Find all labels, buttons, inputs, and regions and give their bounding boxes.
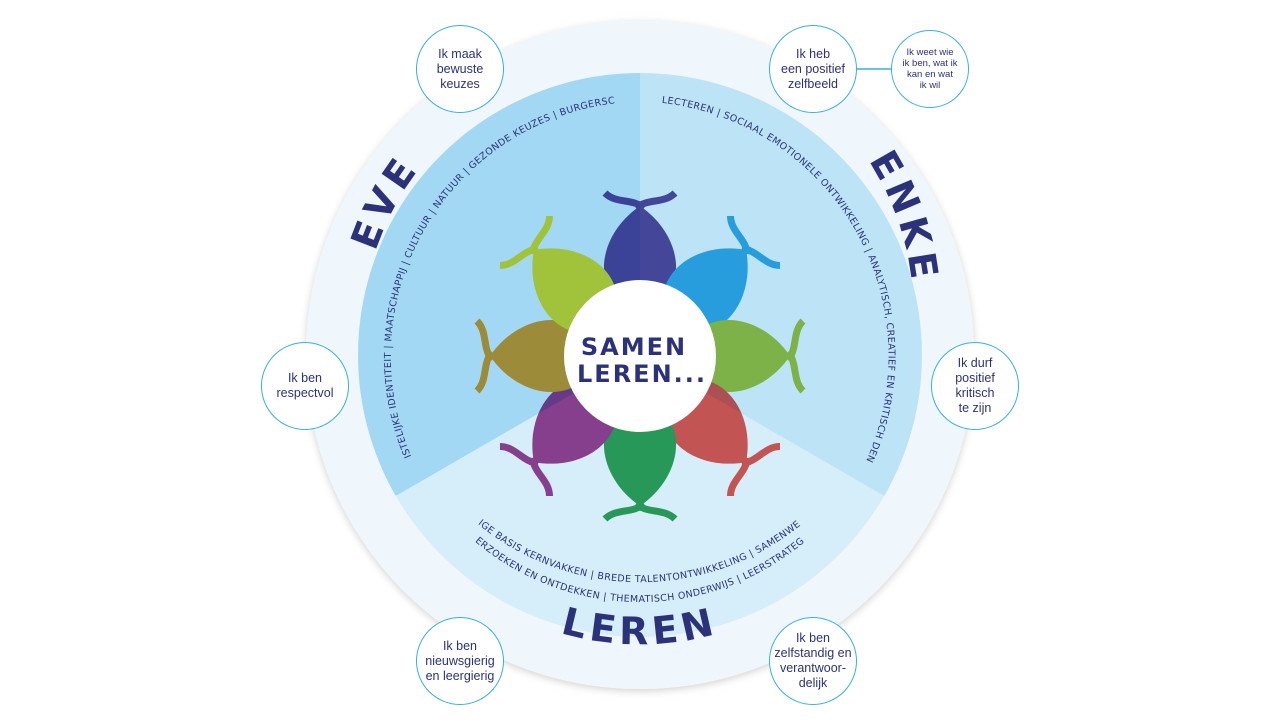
bubble-keuzes-text: Ik maak bewuste keuzes: [436, 46, 484, 91]
fish-red-tail: [727, 443, 781, 497]
fish-purple-tail: [602, 190, 678, 211]
fish-blue-tail: [727, 215, 781, 269]
fish-magenta-tail: [499, 443, 553, 497]
center-line1: SAMEN: [581, 333, 687, 361]
leven-title: LEVEN: [0, 0, 427, 255]
bubble-respectvol-text: Ik ben respectvol: [276, 371, 334, 400]
bubble-zelfbeeld-text: Ik heb een positief zelfbeeld: [781, 46, 845, 91]
bubble-respectvol: Ik ben respectvol: [261, 342, 349, 430]
bubble-nieuwsgierig-text: Ik ben nieuwsgierig en leergierig: [425, 638, 495, 683]
center-line2: LEREN...: [577, 360, 707, 388]
leven-title-text: LEVEN: [0, 0, 422, 255]
bubble-kritisch: Ik durf positief kritisch te zijn: [931, 342, 1019, 430]
bubble-zelfstandig-text: Ik ben zelfstandig en verantwoor- delijk: [774, 631, 852, 690]
bubble-kritisch-text: Ik durf positief kritisch te zijn: [955, 356, 995, 415]
bubble-zelfbeeld: Ik heb een positief zelfbeeld: [769, 25, 857, 113]
bubble-zelfstandig: Ik ben zelfstandig en verantwoor- delijk: [769, 617, 857, 705]
bubble-weet: Ik weet wie ik ben, wat ik kan en wat ik…: [891, 30, 969, 108]
fish-yellow-tail: [499, 215, 553, 269]
bubble-weet-text: Ik weet wie ik ben, wat ik kan en wat ik…: [902, 47, 958, 91]
bubble-nieuwsgierig: Ik ben nieuwsgierig en leergierig: [416, 617, 504, 705]
fish-orange-tail: [474, 318, 495, 394]
fish-lime-tail: [785, 318, 806, 394]
center-circle: [564, 280, 716, 432]
fish-green-tail: [602, 501, 678, 522]
bubble-keuzes: Ik maak bewuste keuzes: [416, 25, 504, 113]
